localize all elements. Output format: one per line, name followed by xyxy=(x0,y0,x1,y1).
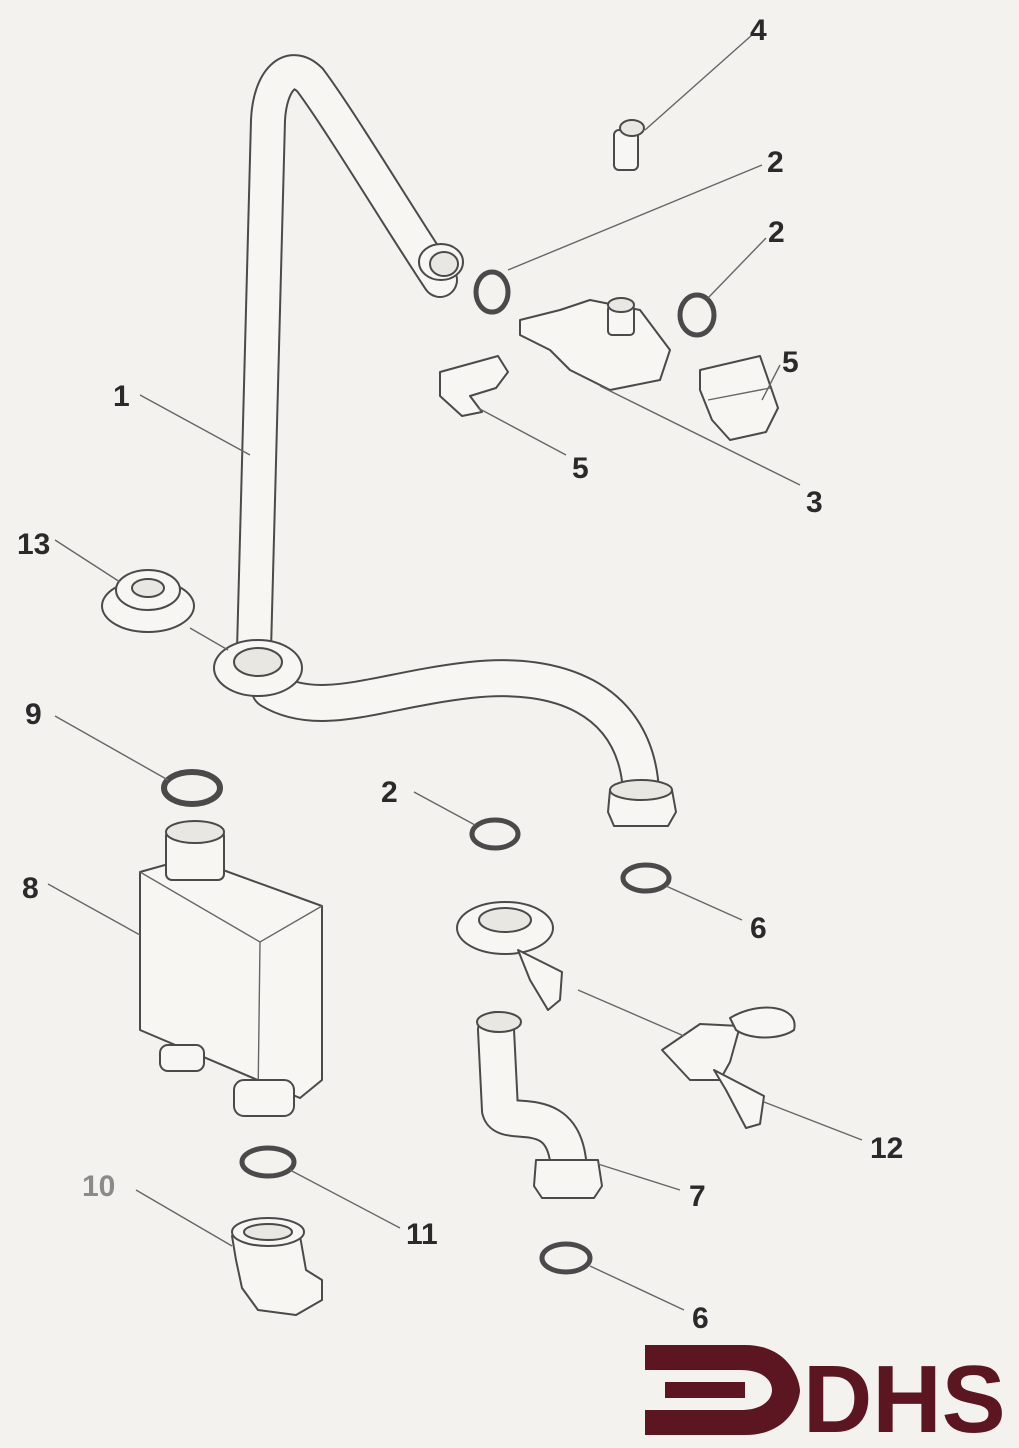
callout-13: 13 xyxy=(17,528,50,561)
leader-3 xyxy=(599,385,801,486)
part-1-pipe xyxy=(213,54,677,827)
dhs-logo: DHS xyxy=(645,1345,1006,1448)
dhs-logo-arrow-mark xyxy=(645,1345,800,1435)
callout-4: 4 xyxy=(750,14,767,47)
callout-11: 11 xyxy=(406,1218,438,1251)
dhs-logo-bar xyxy=(665,1382,745,1398)
leader-7 xyxy=(597,1163,681,1191)
callout-12: 12 xyxy=(870,1132,903,1165)
part-2-o-ring-a xyxy=(473,269,511,315)
callout-6a: 6 xyxy=(750,912,767,945)
part-6-washer-b xyxy=(539,1241,593,1275)
leader-6a xyxy=(665,885,743,921)
part-9-washer xyxy=(161,769,223,807)
callout-2b: 2 xyxy=(768,216,785,249)
leader-5a xyxy=(477,407,567,456)
part-2-o-ring-c xyxy=(469,817,521,851)
leader-lines xyxy=(47,34,863,1311)
leader-11 xyxy=(289,1169,401,1229)
callout-5b: 5 xyxy=(782,346,799,379)
callout-8: 8 xyxy=(22,872,39,905)
callout-7: 7 xyxy=(689,1180,706,1213)
callout-10: 10 xyxy=(82,1170,115,1203)
leader-13b xyxy=(189,627,229,651)
part-4-nipple xyxy=(613,119,645,171)
callout-2a: 2 xyxy=(767,146,784,179)
leader-4 xyxy=(644,34,753,131)
callout-1: 1 xyxy=(113,380,130,413)
part-10-elbow xyxy=(231,1217,323,1316)
leader-8 xyxy=(47,883,141,936)
part-3-valve-body xyxy=(519,297,671,391)
part-6-washer-a xyxy=(620,862,672,894)
leader-2c xyxy=(413,791,476,826)
leader-2b xyxy=(707,237,767,299)
leader-1 xyxy=(139,394,251,456)
part-11-washer xyxy=(239,1145,297,1179)
callout-9: 9 xyxy=(25,698,42,731)
leader-5b xyxy=(761,364,781,401)
collar-part xyxy=(456,901,563,1011)
callout-2c: 2 xyxy=(381,776,398,809)
part-2-o-ring-b xyxy=(677,292,717,338)
leader-10 xyxy=(135,1189,233,1247)
part-8-trap-box xyxy=(139,820,323,1117)
callout-6b: 6 xyxy=(692,1302,709,1335)
leader-12a xyxy=(577,989,685,1037)
part-5-clip-b xyxy=(699,355,779,441)
callout-3: 3 xyxy=(806,486,823,519)
part-5-clip-a xyxy=(439,355,509,417)
callout-5a: 5 xyxy=(572,452,589,485)
part-13-grommet xyxy=(101,569,195,633)
leader-12 xyxy=(763,1101,863,1141)
leader-6b xyxy=(589,1265,685,1311)
part-7-bent-pipe xyxy=(476,1011,603,1199)
leader-9 xyxy=(54,715,169,781)
leader-13 xyxy=(54,539,121,583)
leader-2a xyxy=(507,164,763,271)
part-12-clamp xyxy=(661,1006,796,1129)
dhs-logo-text: DHS xyxy=(803,1346,1006,1448)
